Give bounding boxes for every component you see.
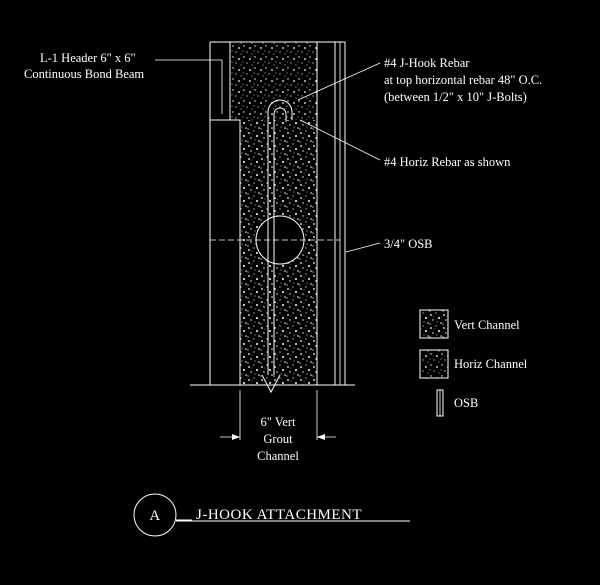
dim-label-line1: 6" Vert (260, 415, 296, 429)
legend: Vert Channel Horiz Channel OSB (419, 309, 528, 417)
jhook-leader (297, 62, 381, 101)
dim-arrow-right (317, 434, 325, 440)
bond-beam-fill (230, 42, 317, 120)
horiz-rebar-leader (299, 119, 381, 161)
header-leader (155, 59, 223, 114)
title-block: A J-HOOK ATTACHMENT (133, 493, 410, 537)
legend-vert-label: Vert Channel (454, 318, 520, 332)
dim-arrow-left (232, 434, 240, 440)
title-text: J-HOOK ATTACHMENT (196, 507, 362, 523)
j-hook-tip (261, 374, 281, 394)
dim-label-line3: Channel (257, 449, 299, 463)
horiz-rebar-label: #4 Horiz Rebar as shown (384, 155, 511, 169)
jhook-label-line1: #4 J-Hook Rebar (384, 56, 470, 70)
dimension: 6" Vert Grout Channel (220, 390, 336, 463)
wall-section (190, 41, 355, 394)
title-tag-circle (133, 493, 177, 537)
callout-labels: L-1 Header 6" x 6" Continuous Bond Beam … (24, 51, 542, 251)
jhook-label-line3: (between 1/2" x 10" J-Bolts) (384, 90, 527, 104)
legend-horiz-swatch (419, 349, 449, 379)
dim-label-line2: Grout (263, 432, 293, 446)
header-label-line2: Continuous Bond Beam (24, 67, 144, 81)
j-hook-rebar (267, 99, 293, 375)
jhook-label-line2: at top horizontal rebar 48" O.C. (384, 73, 542, 87)
legend-horiz-label: Horiz Channel (454, 357, 528, 371)
header-label-line1: L-1 Header 6" x 6" (40, 51, 136, 65)
osb-leader (345, 242, 381, 253)
title-tag: A (149, 508, 160, 524)
leaders (155, 59, 381, 253)
legend-osb-label: OSB (454, 396, 478, 410)
legend-vert-swatch (419, 309, 449, 339)
osb-label: 3/4" OSB (384, 237, 433, 251)
